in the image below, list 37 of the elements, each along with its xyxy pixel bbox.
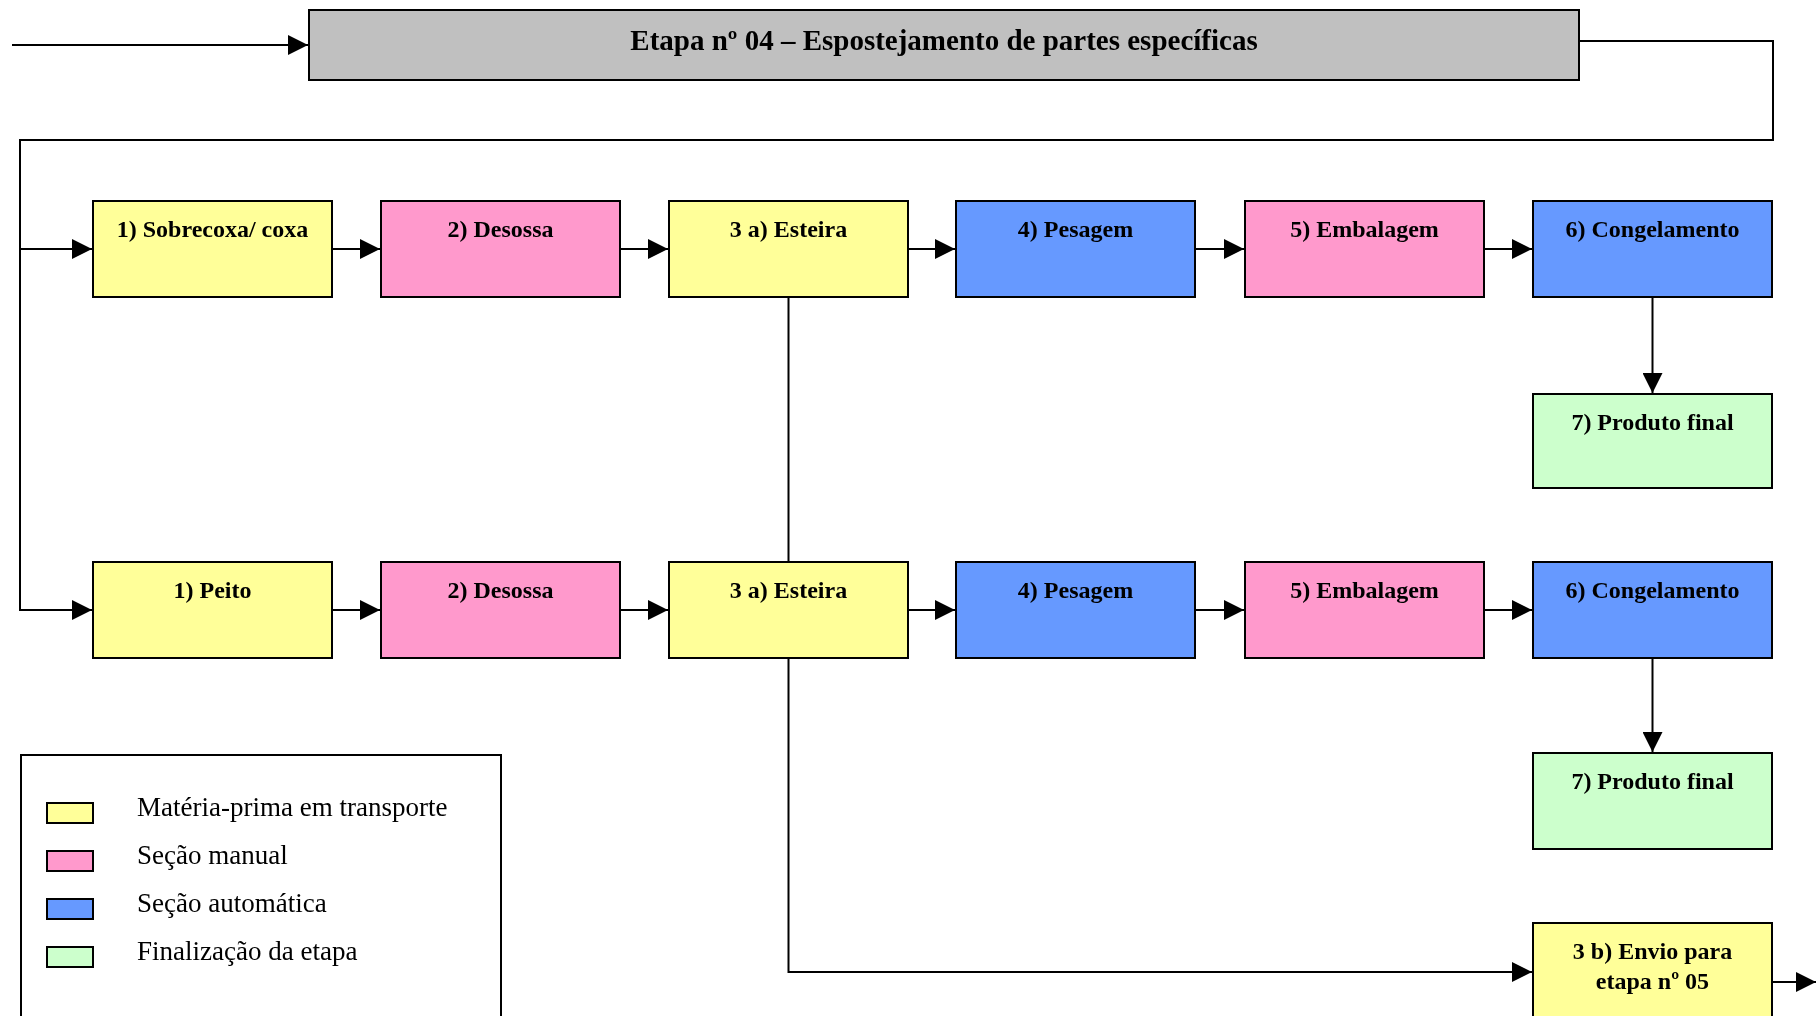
arrow: [1484, 600, 1533, 620]
arrow: [19, 40, 1774, 620]
arrow: [620, 239, 669, 259]
arrow: [1642, 297, 1663, 394]
process-box: 5) Embalagem: [1244, 561, 1485, 659]
arrow: [1642, 658, 1663, 753]
process-box: 3 a) Esteira: [668, 200, 909, 298]
arrow: [620, 600, 669, 620]
arrow: [332, 600, 381, 620]
process-box: 4) Pesagem: [955, 561, 1196, 659]
process-box: 6) Congelamento: [1532, 200, 1773, 298]
arrow: [1195, 239, 1245, 259]
process-box: 7) Produto final: [1532, 752, 1773, 850]
process-box: 1) Sobrecoxa/ coxa: [92, 200, 333, 298]
arrow: [332, 239, 381, 259]
legend-text: Finalização da etapa: [137, 936, 358, 967]
process-box: 3 b) Envio para etapa nº 05: [1532, 922, 1773, 1016]
process-box: 2) Desossa: [380, 561, 621, 659]
connector-line: [787, 297, 790, 562]
arrow: [11, 35, 309, 55]
process-box: 7) Produto final: [1532, 393, 1773, 489]
arrow: [908, 600, 956, 620]
arrow: [787, 658, 1533, 982]
arrow: [1772, 972, 1817, 992]
stage-header-box: Etapa nº 04 – Espostejamento de partes específicas: [308, 9, 1580, 81]
process-box: 2) Desossa: [380, 200, 621, 298]
arrow: [908, 239, 956, 259]
arrow: [1195, 600, 1245, 620]
process-box: 3 a) Esteira: [668, 561, 909, 659]
legend-text: Seção automática: [137, 888, 327, 919]
legend-text: Matéria-prima em transporte: [137, 792, 448, 823]
process-box: 6) Congelamento: [1532, 561, 1773, 659]
legend-text: Seção manual: [137, 840, 288, 871]
arrow: [1484, 239, 1533, 259]
process-box: 5) Embalagem: [1244, 200, 1485, 298]
process-box: 4) Pesagem: [955, 200, 1196, 298]
process-box: 1) Peito: [92, 561, 333, 659]
